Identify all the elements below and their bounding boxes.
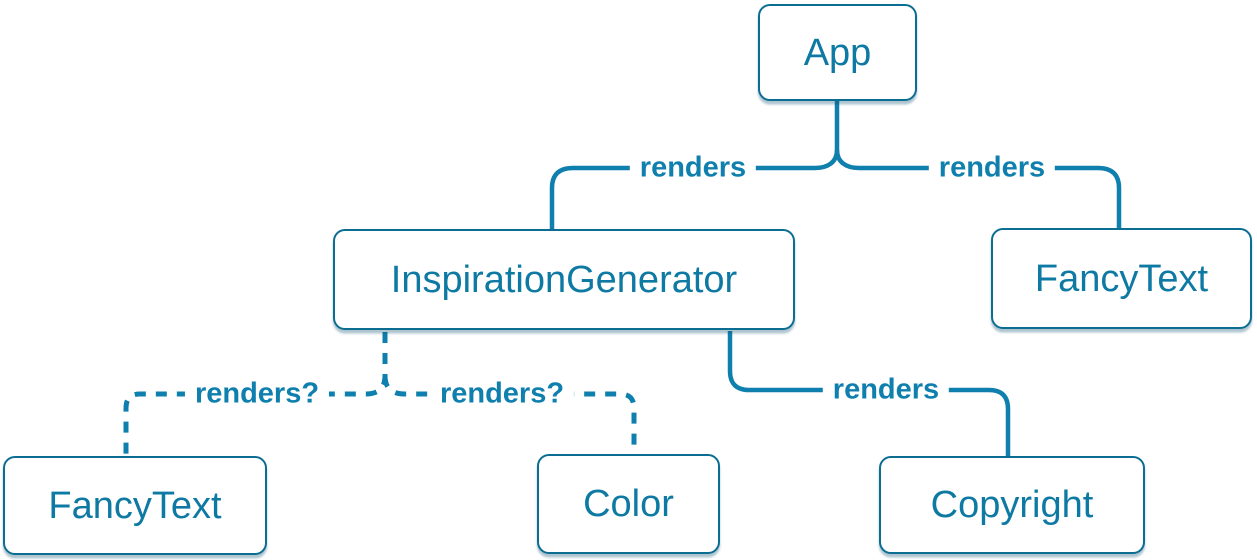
node-app: App [758, 4, 917, 101]
node-fancy-text-bottom: FancyText [3, 456, 267, 555]
node-inspiration-generator-label: InspirationGenerator [390, 258, 738, 301]
node-fancy-text-bottom-label: FancyText [48, 484, 222, 527]
edge-inspirationgenerator-to-color-conditional [382, 375, 637, 455]
edge-label-renders-right: renders [928, 151, 1056, 185]
edge-label-renders-conditional-fancytext: renders? [184, 377, 330, 411]
edge-app-to-inspirationgenerator [549, 149, 840, 229]
node-fancy-text-top: FancyText [991, 228, 1252, 329]
edge-label-renders-copyright: renders [822, 373, 950, 407]
node-fancy-text-top-label: FancyText [1034, 257, 1209, 300]
node-copyright-label: Copyright [930, 484, 1094, 526]
node-copyright: Copyright [879, 456, 1145, 554]
node-inspiration-generator: InspirationGenerator [333, 229, 795, 330]
edge-label-renders-conditional-color: renders? [429, 377, 575, 411]
node-color: Color [537, 454, 720, 554]
node-app-label: App [803, 31, 872, 74]
edge-app-to-fancytext [834, 149, 1122, 229]
node-color-label: Color [583, 483, 674, 525]
edge-label-renders-left: renders [629, 151, 757, 185]
